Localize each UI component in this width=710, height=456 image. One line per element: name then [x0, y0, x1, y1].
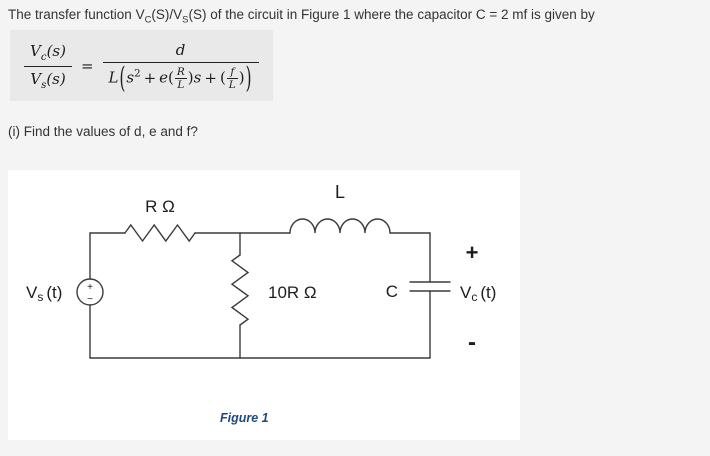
vc-label-sub: c	[471, 290, 477, 304]
circuit-wires	[76, 218, 451, 359]
vs-subscript: s	[41, 79, 47, 91]
f-symbol: f	[226, 66, 238, 80]
question-sub-s: S	[182, 14, 189, 26]
vs-label: Vs(t)	[26, 283, 62, 304]
close-paren-2: )	[238, 68, 245, 87]
resistor-10R-label: 10R Ω	[268, 283, 317, 302]
equals-sign: =	[80, 56, 94, 75]
formula-rhs-numerator: d	[102, 39, 259, 63]
vc-argument: (s)	[46, 41, 66, 60]
resistor-R	[124, 223, 196, 243]
source-minus-sign: −	[87, 294, 93, 305]
figure-caption: Figure 1	[220, 411, 269, 425]
close-paren-1: )	[187, 68, 194, 87]
inductor-L	[289, 218, 391, 234]
L-symbol-frac1: L	[177, 79, 185, 92]
question-part-i: (i) Find the values of d, e and f?	[8, 124, 198, 139]
resistor-R-label: R Ω	[145, 197, 175, 216]
plus-sign-1: +	[143, 68, 157, 87]
question-text: The transfer function VC(S)/VS(S) of the…	[8, 7, 595, 26]
formula-lhs-fraction: Vc(s) Vs(s)	[24, 40, 72, 92]
vc-subscript: c	[40, 51, 47, 63]
open-paren-big: (	[119, 60, 126, 95]
circuit-diagram: R Ω L 10R Ω C Vs(t) Vc(t) + - + − Figure…	[26, 182, 496, 425]
inductor-L-label: L	[335, 182, 345, 202]
L-symbol: L	[108, 68, 119, 87]
vc-symbol: V	[30, 41, 41, 60]
s-exponent: 2	[134, 68, 141, 80]
vc-label-base: V	[460, 283, 472, 302]
circuit-labels: R Ω L 10R Ω C Vs(t) Vc(t) + - + − Figure…	[26, 182, 496, 425]
formula-lhs-numerator: Vc(s)	[24, 40, 72, 67]
plus-sign-2: +	[204, 68, 217, 87]
vs-label-sub: s	[37, 290, 43, 304]
polarity-minus-sign: -	[468, 329, 476, 356]
vc-label-arg: (t)	[480, 283, 496, 302]
question-sub-c: C	[144, 14, 152, 26]
question-text-part2: (S)/V	[151, 7, 183, 22]
open-paren-2: (	[219, 68, 226, 87]
circuit-figure: R Ω L 10R Ω C Vs(t) Vc(t) + - + − Figure…	[8, 170, 520, 440]
R-symbol: R	[174, 66, 187, 80]
vs-argument: (s)	[46, 69, 66, 88]
L-symbol-frac2: L	[228, 79, 236, 92]
question-text-part1: The transfer function V	[8, 7, 145, 22]
s-symbol-2: s	[193, 68, 202, 87]
capacitor-C-label: C	[386, 282, 398, 301]
polarity-plus-sign: +	[466, 240, 479, 265]
formula-lhs-denominator: Vs(s)	[24, 67, 72, 92]
open-paren-1: (	[168, 68, 174, 87]
s-symbol: s	[126, 68, 135, 87]
e-symbol: e	[159, 68, 169, 87]
resistor-10R	[230, 254, 250, 326]
d-symbol: d	[175, 41, 186, 59]
close-paren-big: )	[245, 60, 252, 95]
question-text-part3: (S) of the circuit in Figure 1 where the…	[188, 7, 595, 22]
vc-label: Vc(t)	[460, 283, 496, 304]
vs-label-arg: (t)	[46, 283, 62, 302]
vs-symbol: V	[30, 69, 42, 88]
source-plus-sign: +	[87, 282, 93, 293]
vs-label-base: V	[26, 283, 38, 302]
